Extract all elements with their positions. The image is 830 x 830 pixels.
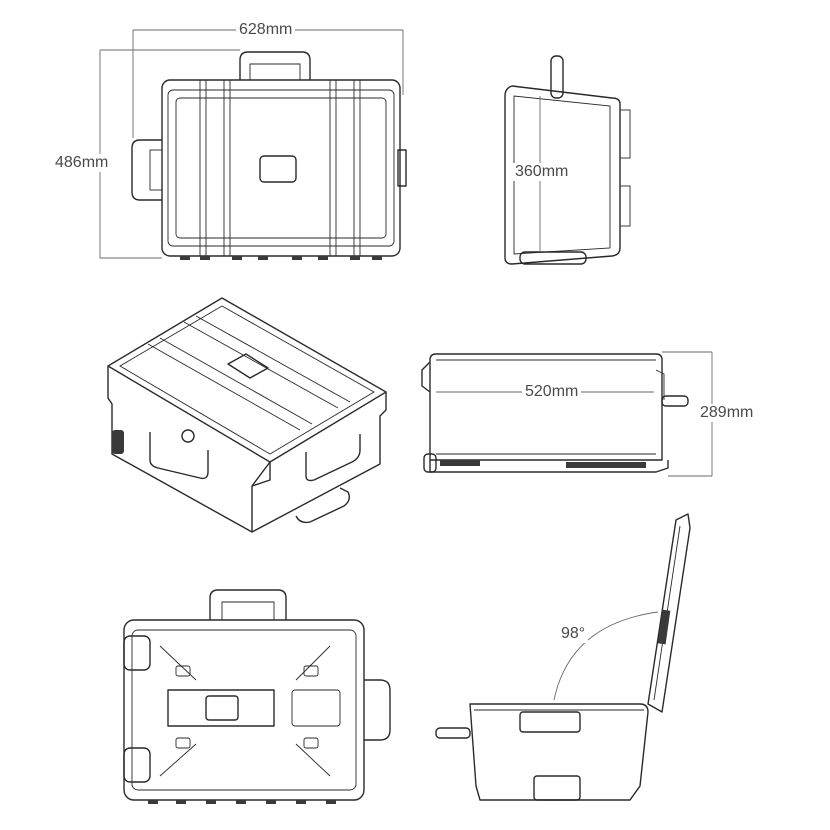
open-trolley-handle — [435, 727, 471, 739]
width-label: 628mm — [236, 21, 296, 39]
iso-body-left — [107, 366, 271, 533]
bottom-trolley-handle — [364, 679, 391, 741]
open-lid-outline — [647, 513, 691, 713]
bottom-view — [123, 589, 391, 804]
open-lid-view — [435, 513, 691, 801]
front-body-outline — [429, 353, 663, 461]
front-wheel — [423, 453, 437, 473]
side-body-outline — [504, 85, 621, 265]
label-plate — [259, 155, 297, 183]
front-left-latch — [421, 361, 431, 393]
isometric-view — [107, 297, 387, 533]
open-base-wheel — [533, 775, 581, 801]
depth-label: 360mm — [512, 163, 572, 181]
open-base-outline — [469, 703, 649, 801]
iso-label-plate — [227, 353, 269, 379]
iso-trolley-handle — [295, 487, 351, 524]
right-latch — [397, 149, 407, 187]
side-handle-left — [131, 139, 162, 201]
case-lid-outline — [161, 79, 401, 257]
iso-front-handle — [149, 432, 209, 480]
side-view — [504, 55, 631, 265]
bottom-body-outline — [123, 619, 365, 801]
trolley-handle — [550, 55, 564, 99]
bottom-label-plate — [205, 695, 239, 721]
lid-angle-label: 98° — [558, 625, 589, 643]
case-height-label: 289mm — [697, 404, 757, 422]
front-base — [429, 460, 669, 473]
side-wheel — [519, 251, 587, 265]
front-view — [421, 351, 713, 477]
iso-wheel-left — [112, 430, 124, 454]
front-trolley-handle — [661, 395, 689, 407]
bottom-carry-handle — [209, 589, 287, 620]
inner-length-label: 520mm — [522, 383, 582, 401]
iso-side-handle — [305, 434, 361, 482]
top-carry-handle — [239, 51, 311, 80]
bottom-center-plate — [167, 689, 275, 727]
iso-lock-hole — [181, 429, 195, 443]
top-view — [99, 29, 407, 260]
iso-body-right — [251, 392, 387, 533]
height-label: 486mm — [52, 154, 112, 172]
